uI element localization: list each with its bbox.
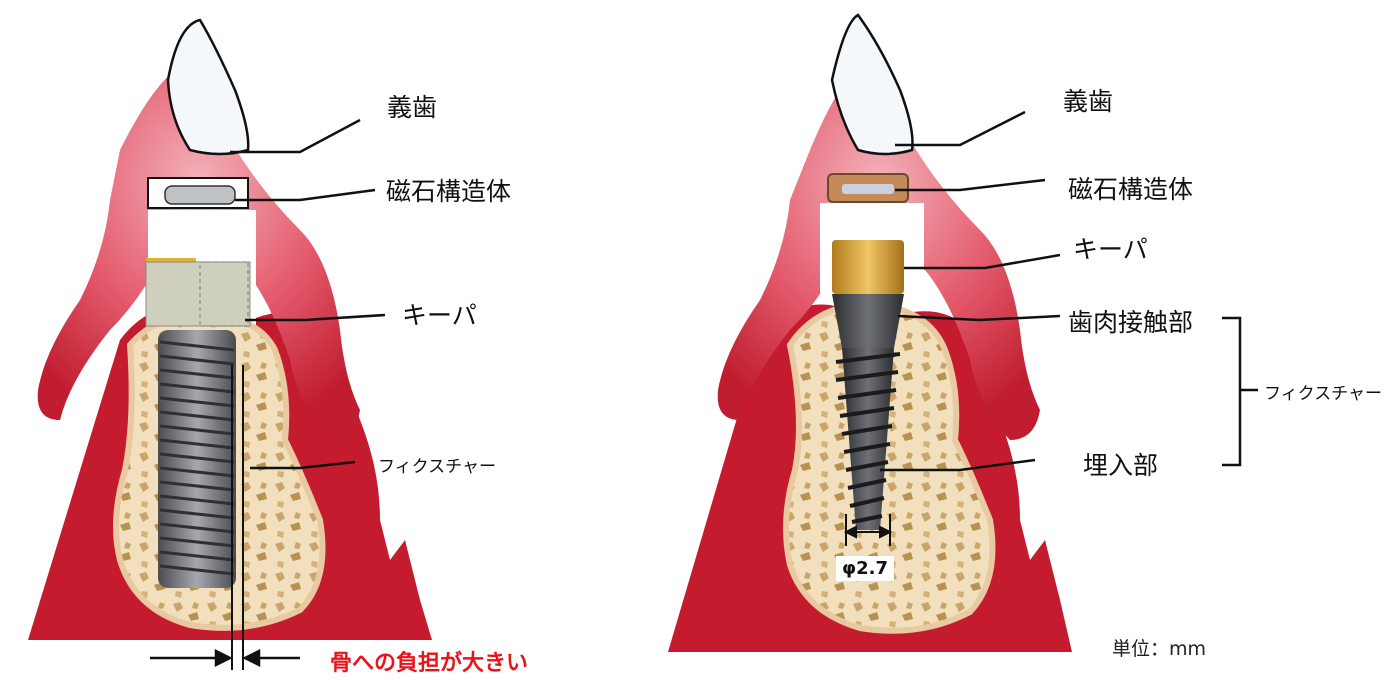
unit-label: 単位：mm — [1112, 634, 1206, 661]
fixture-bracket — [1222, 318, 1258, 465]
gum-contact-r — [832, 294, 904, 348]
diameter-label: φ2.7 — [836, 556, 894, 581]
keeper-r — [832, 240, 904, 294]
label-magnet-structure-r: 磁石構造体 — [1068, 170, 1193, 206]
label-fixture-group-r: フィクスチャー — [1264, 379, 1382, 404]
label-keeper-r: キーパ — [1073, 230, 1148, 266]
label-embedded-r: 埋入部 — [1083, 446, 1158, 482]
label-gum-contact-r: 歯肉接触部 — [1068, 303, 1193, 339]
magnet-core-r — [842, 184, 894, 194]
label-denture-r: 義歯 — [1063, 82, 1113, 118]
